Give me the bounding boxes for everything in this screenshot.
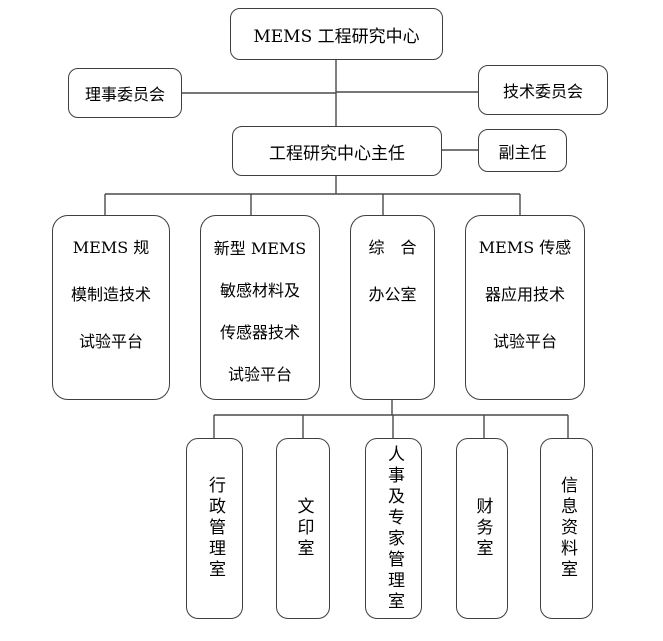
dept-line: 新型 MEMS <box>213 239 307 258</box>
room-label: 信息资料室 <box>557 476 577 581</box>
dept-line: 试验平台 <box>78 332 143 351</box>
org-node-information-room: 信息资料室 <box>540 438 593 619</box>
org-node-printing-room: 文印室 <box>276 438 330 619</box>
org-node-administration-room: 行政管理室 <box>186 438 243 619</box>
org-node-general-office: 综 合 办公室 <box>350 215 435 400</box>
org-node-deputy-director-label: 副主任 <box>498 142 547 162</box>
dept-line: MEMS 规 <box>72 238 150 257</box>
dept-line: 敏感材料及 <box>219 281 300 300</box>
room-label: 行政管理室 <box>205 476 225 581</box>
org-node-technical-committee: 技术委员会 <box>478 65 608 115</box>
org-node-mems-scale-manufacturing-platform: MEMS 规 模制造技术 试验平台 <box>52 215 170 400</box>
org-node-deputy-director: 副主任 <box>478 129 567 172</box>
org-node-mems-sensor-application-platform: MEMS 传感 器应用技术 试验平台 <box>465 215 585 400</box>
room-label: 人事及专家管理室 <box>384 444 404 613</box>
org-node-new-mems-materials-sensor-platform: 新型 MEMS 敏感材料及 传感器技术 试验平台 <box>200 215 320 400</box>
dept-line: 试验平台 <box>492 332 557 351</box>
room-label: 财务室 <box>472 497 493 560</box>
dept-line: 试验平台 <box>227 365 292 384</box>
org-node-board-committee: 理事委员会 <box>68 68 182 118</box>
dept-line: 办公室 <box>368 285 417 304</box>
dept-line: MEMS 传感 <box>478 238 572 257</box>
org-node-root: MEMS 工程研究中心 <box>230 8 443 60</box>
org-node-board-committee-label: 理事委员会 <box>84 85 165 104</box>
org-node-director: 工程研究中心主任 <box>232 126 442 176</box>
org-node-root-label: MEMS 工程研究中心 <box>253 26 420 47</box>
dept-line: 综 合 <box>368 238 417 257</box>
org-node-director-label: 工程研究中心主任 <box>269 143 405 164</box>
org-node-finance-room: 财务室 <box>456 438 508 619</box>
room-label: 文印室 <box>293 497 314 560</box>
dept-line: 传感器技术 <box>219 323 300 342</box>
org-node-technical-committee-label: 技术委员会 <box>502 82 583 101</box>
org-node-hr-experts-room: 人事及专家管理室 <box>365 438 422 619</box>
dept-line: 器应用技术 <box>484 285 565 304</box>
dept-line: 模制造技术 <box>70 285 151 304</box>
